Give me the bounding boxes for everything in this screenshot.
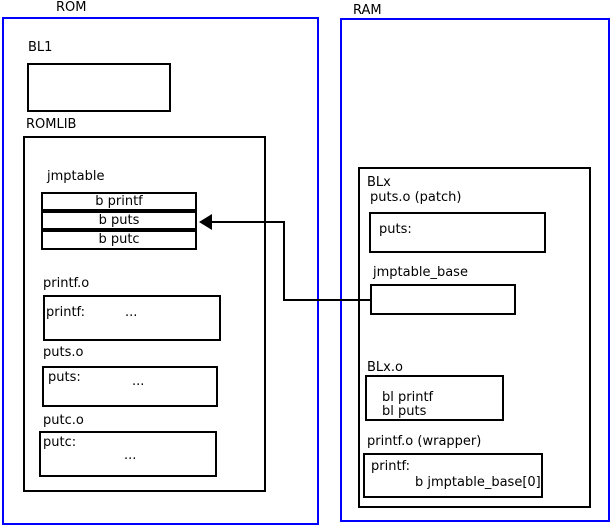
- jmptable-base-label: jmptable_base: [373, 265, 468, 280]
- romlib-box: [23, 136, 266, 492]
- putc-o-label: putc.o: [43, 413, 84, 428]
- bl1-label: BL1: [28, 40, 53, 55]
- putc-o-box: putc: ...: [39, 431, 217, 477]
- puts-o-label: puts.o: [43, 345, 84, 360]
- blx-label: BLx: [367, 175, 391, 190]
- ram-region-box: [340, 18, 610, 522]
- puts-o-box: puts: ...: [42, 366, 218, 407]
- connector-vertical-segment: [283, 221, 285, 301]
- puts-body-ellipsis: ...: [132, 374, 145, 389]
- jmptable-box: b printf b puts b putc: [41, 192, 197, 250]
- rom-label: ROM: [56, 0, 87, 15]
- printf-o-label: printf.o: [43, 276, 90, 291]
- blx-o-line2: bl puts: [382, 404, 427, 419]
- blx-o-label: BLx.o: [367, 360, 403, 375]
- putc-symbol: putc:: [43, 435, 77, 450]
- puts-patch-box: puts:: [369, 212, 546, 253]
- printf-wrapper-label: printf.o (wrapper): [367, 434, 482, 449]
- printf-wrapper-symbol: printf:: [371, 459, 411, 474]
- printf-body-ellipsis: ...: [125, 305, 138, 320]
- romlib-label: ROMLIB: [26, 117, 77, 132]
- printf-wrapper-branch: b jmptable_base[0]: [415, 475, 541, 490]
- blx-box: BLx: [358, 167, 591, 508]
- connector-top-segment: [210, 221, 285, 223]
- jmptable-row-putc: b putc: [41, 230, 197, 250]
- jmptable-label: jmptable: [47, 169, 105, 184]
- arrow-head-left-icon: [199, 214, 212, 230]
- connector-bottom-segment: [283, 299, 372, 301]
- puts-symbol: puts:: [48, 370, 81, 385]
- puts-patch-symbol: puts:: [379, 222, 412, 237]
- bl1-box: [27, 63, 171, 112]
- jmptable-row-puts: b puts: [41, 211, 197, 230]
- putc-body-ellipsis: ...: [124, 448, 137, 463]
- printf-o-box: printf: ...: [43, 295, 221, 341]
- jmptable-base-box: [370, 284, 516, 315]
- printf-symbol: printf:: [46, 305, 86, 320]
- printf-wrapper-box: printf: b jmptable_base[0]: [363, 453, 543, 498]
- ram-label: RAM: [353, 3, 382, 18]
- blx-o-box: bl printf bl puts: [365, 375, 504, 421]
- blx-o-line1: bl printf: [382, 390, 434, 405]
- puts-patch-label: puts.o (patch): [370, 190, 462, 205]
- rom-region-box: [2, 17, 319, 525]
- jmptable-row-printf: b printf: [41, 192, 197, 211]
